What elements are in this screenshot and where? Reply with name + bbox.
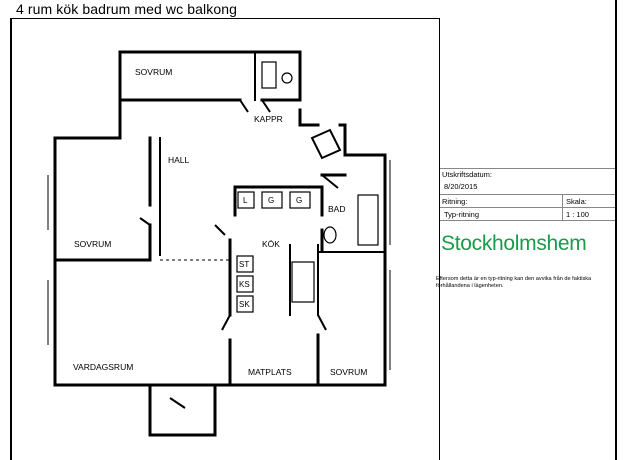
- fixture-label-st: ST: [239, 260, 249, 269]
- bathtub-fixture: [357, 194, 379, 246]
- scale-label: Skala:: [566, 197, 587, 206]
- shower-fixture: [261, 61, 277, 89]
- room-label-matplats: MATPLATS: [248, 367, 292, 377]
- wall-balcony: [148, 383, 217, 437]
- print-date-value: 8/20/2015: [444, 182, 478, 191]
- room-label-sovrum-top: SOVRUM: [135, 67, 172, 77]
- door-balcony: [169, 397, 186, 409]
- door-entrance: [310, 128, 342, 160]
- drawing-value: Typ-ritning: [444, 210, 480, 219]
- drawing-label: Ritning:: [442, 197, 468, 206]
- room-label-kappr: KAPPR: [254, 114, 283, 124]
- room-label-bad: BAD: [328, 204, 345, 214]
- fixture-label-g1: G: [268, 196, 274, 205]
- fixture-box-l: [237, 191, 255, 209]
- wall-bath-right: [338, 123, 387, 252]
- room-label-hall: HALL: [168, 155, 190, 165]
- wall-top-bedroom: [118, 50, 302, 102]
- wall-kitchen-top: [233, 185, 324, 217]
- door-top-bedroom: [239, 99, 249, 113]
- frame-left-border: [10, 18, 12, 460]
- door-right-bedroom: [317, 314, 327, 331]
- fixture-label-g2: G: [296, 196, 302, 205]
- fixture-label-l: L: [243, 196, 248, 205]
- room-label-kok: KÖK: [262, 239, 280, 249]
- frame-top-border: [10, 18, 440, 19]
- toilet-fixture: [281, 72, 293, 84]
- room-label-sovrum-right: SOVRUM: [330, 367, 367, 377]
- room-label-sovrum-left: SOVRUM: [74, 239, 111, 249]
- door-left-bedroom: [139, 217, 151, 226]
- brand-logo: Stockholmshem: [441, 232, 587, 255]
- toilet-bath-fixture: [323, 226, 337, 244]
- fixture-box-g2: [289, 191, 311, 209]
- frame-divider: [439, 18, 440, 460]
- scale-value: 1 : 100: [566, 210, 589, 219]
- info-divider: [440, 168, 615, 169]
- info-divider: [440, 220, 615, 221]
- door-kitchen: [214, 224, 226, 236]
- fixture-label-sk: SK: [239, 300, 250, 309]
- fixture-box-ks: [236, 275, 254, 293]
- info-divider: [440, 207, 615, 208]
- frame-right-border: [615, 0, 617, 460]
- fixture-box-sk: [236, 295, 254, 313]
- plan-title: 4 rum kök badrum med wc balkong: [16, 1, 237, 17]
- bathroom-fixtures: [261, 61, 379, 246]
- doors: [139, 99, 342, 409]
- room-label-vardagsrum: VARDAGSRUM: [73, 362, 133, 372]
- info-divider: [440, 194, 615, 195]
- door-living: [221, 314, 231, 331]
- disclaimer-text: Eftersom detta är en typ-ritning kan den…: [436, 276, 592, 289]
- fixture-label-ks: KS: [239, 280, 250, 289]
- kitchen-fixtures: [236, 191, 315, 313]
- wall-right-bedroom: [316, 248, 387, 387]
- kitchen-counter: [291, 261, 315, 303]
- door-bath: [321, 174, 339, 189]
- windows: [47, 60, 391, 370]
- fixture-box-g1: [261, 191, 283, 209]
- fixture-box-st: [236, 255, 254, 273]
- floor-plan-walls: [53, 50, 387, 437]
- print-date-label: Utskriftsdatum:: [442, 170, 493, 179]
